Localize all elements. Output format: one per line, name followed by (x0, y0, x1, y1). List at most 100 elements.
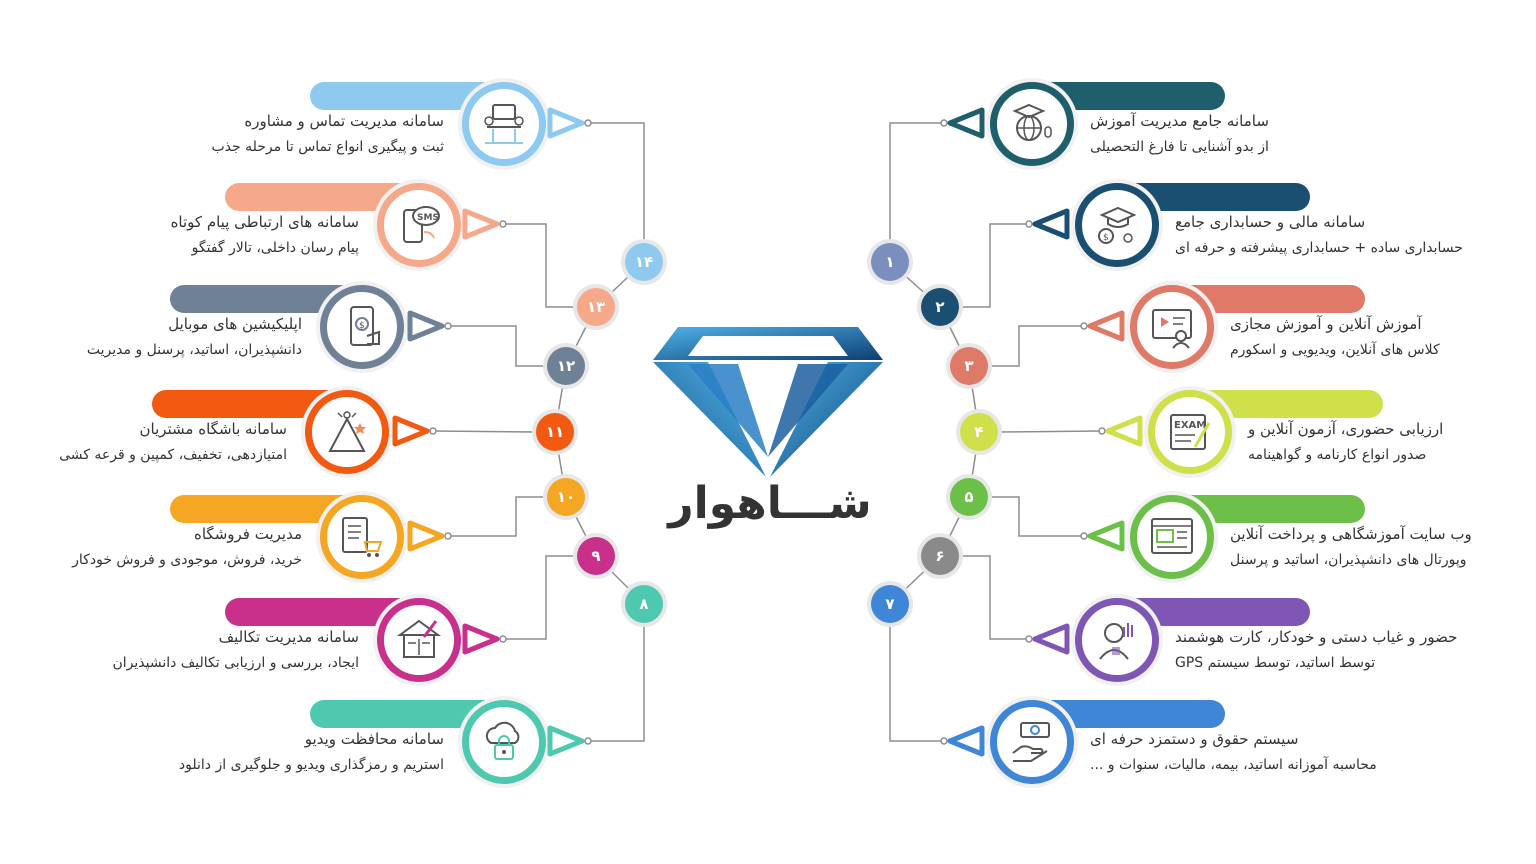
connector-dot (1098, 427, 1106, 435)
item-icon-disk (320, 495, 404, 579)
connector-line (503, 223, 577, 308)
item-title: سامانه مدیریت تماس و مشاوره (244, 112, 444, 130)
item-title: حضور و غیاب دستی و خودکار، کارت هوشمند (1175, 628, 1458, 646)
connector-line (959, 223, 1029, 308)
connector-line (432, 430, 537, 433)
arrow-left-icon (1032, 623, 1070, 655)
video-lock-icon (485, 721, 520, 760)
item-title: سامانه مدیریت تکالیف (218, 628, 359, 646)
graduation-money-icon: $ (1098, 206, 1137, 244)
step-number-node: ۳ (950, 347, 988, 385)
item-title: اپلیکیشین های موبایل (168, 315, 302, 333)
connector-dot (499, 220, 507, 228)
item-description: از بدو آشنایی تا فارغ التحصیلی (1090, 139, 1269, 155)
connector-line (448, 325, 547, 367)
meeting-icon (484, 104, 524, 144)
step-number-node: ۱۴ (625, 243, 663, 281)
item-title: سامانه باشگاه مشتریان (139, 420, 287, 438)
salary-icon (1012, 722, 1050, 762)
arrow-left-icon (947, 107, 985, 139)
item-description: وپورتال های دانشپذیران، اساتید و پرسنل (1230, 552, 1467, 568)
connector-dot (940, 737, 948, 745)
connector-dot (584, 119, 592, 127)
step-number-node: ۷ (871, 585, 909, 623)
sms-icon: SMS (403, 206, 440, 243)
item-icon-disk (1075, 598, 1159, 682)
connector-dot (429, 427, 437, 435)
item-icon-disk (462, 82, 546, 166)
step-number-node: ۱ (871, 243, 909, 281)
item-description: دانشپذیران، اساتید، پرسنل و مدیریت (86, 342, 302, 358)
brand-name: شـــاهوار (668, 478, 872, 529)
item-description: خرید، فروش، موجودی و فروش خودکار (72, 552, 302, 568)
item-description: پیام رسان داخلی، تالار گفتگو (191, 240, 359, 256)
connector-line (997, 430, 1103, 433)
item-icon-disk (1130, 495, 1214, 579)
item-icon-disk: $ (1075, 183, 1159, 267)
online-class-icon (1152, 309, 1192, 349)
connector-dot (499, 635, 507, 643)
connector-dot (1025, 635, 1033, 643)
arrow-right-icon (392, 415, 430, 447)
connector-line (889, 623, 944, 742)
item-icon-disk (990, 82, 1074, 166)
item-icon-disk: $ (320, 285, 404, 369)
arrow-left-icon (1032, 208, 1070, 240)
svg-text:$: $ (1103, 233, 1109, 243)
attendance-icon (1099, 623, 1133, 660)
step-number-node: ۱۰ (547, 478, 585, 516)
step-number-node: ۶ (921, 537, 959, 575)
item-title: سامانه مالی و حسابداری جامع (1175, 213, 1366, 231)
connector-dot (1025, 220, 1033, 228)
connector-dot (940, 119, 948, 127)
exam-icon: EXAM (1170, 414, 1211, 450)
arrow-right-icon (407, 310, 445, 342)
svg-text:EXAM: EXAM (1174, 420, 1206, 431)
svg-text:SMS: SMS (417, 213, 439, 223)
mobile-app-icon: $ (350, 306, 380, 346)
shop-icon (342, 517, 383, 557)
website-icon (1151, 518, 1193, 554)
connector-dot (1080, 322, 1088, 330)
item-description: محاسبه آموزانه اساتید، بیمه، مالیات، سنو… (1090, 757, 1377, 773)
item-title: مدیریت فروشگاه (193, 525, 302, 543)
step-number-node: ۱۱ (536, 413, 574, 451)
item-description: صدور انواع کارنامه و گواهینامه (1248, 447, 1427, 463)
step-number-node: ۱۲ (547, 347, 585, 385)
item-title: ارزیابی حضوری، آزمون آنلاین و (1248, 420, 1444, 438)
item-description: ایجاد، بررسی و ارزیابی تکالیف دانشپذیران (112, 655, 359, 671)
connector-line (889, 122, 944, 243)
arrow-left-icon (1105, 415, 1143, 447)
item-icon-disk (305, 390, 389, 474)
item-icon-disk (1130, 285, 1214, 369)
arrow-right-icon (462, 208, 500, 240)
svg-text:$: $ (359, 321, 365, 331)
step-number-node: ۱۳ (577, 288, 615, 326)
item-title: سامانه محافظت ویدیو (304, 730, 444, 748)
item-icon-disk (462, 700, 546, 784)
item-description: کلاس های آنلاین، ویدیویی و اسکورم (1230, 342, 1440, 358)
connector-line (988, 325, 1084, 367)
step-number-node: ۸ (625, 585, 663, 623)
item-description: امتیازدهی، تخفیف، کمپین و قرعه کشی (59, 447, 287, 463)
item-title: وب سایت آموزشگاهی و پرداخت آنلاین (1230, 525, 1472, 543)
connector-line (959, 555, 1029, 640)
item-title: سامانه جامع مدیریت آموزش (1090, 112, 1269, 130)
step-number-node: ۵ (950, 478, 988, 516)
connector-dot (584, 737, 592, 745)
step-number-node: ۴ (960, 413, 998, 451)
item-title: سامانه های ارتباطی پیام کوتاه (170, 213, 359, 231)
item-description: ثبت و پیگیری انواع تماس تا مرحله جذب (211, 139, 444, 155)
connector-dot (444, 322, 452, 330)
connector-line (588, 623, 645, 742)
graduation-globe-icon (1012, 103, 1052, 141)
connector-line (448, 496, 547, 537)
arrow-right-icon (462, 623, 500, 655)
item-icon-disk: EXAM (1148, 390, 1232, 474)
step-number-node: ۹ (577, 537, 615, 575)
item-description: حسابداری ساده + حسابداری پیشرفته و حرفه … (1175, 240, 1463, 256)
arrow-left-icon (1087, 520, 1125, 552)
item-description: توسط اساتید، توسط سیستم GPS (1175, 655, 1376, 671)
arrow-right-icon (547, 725, 585, 757)
